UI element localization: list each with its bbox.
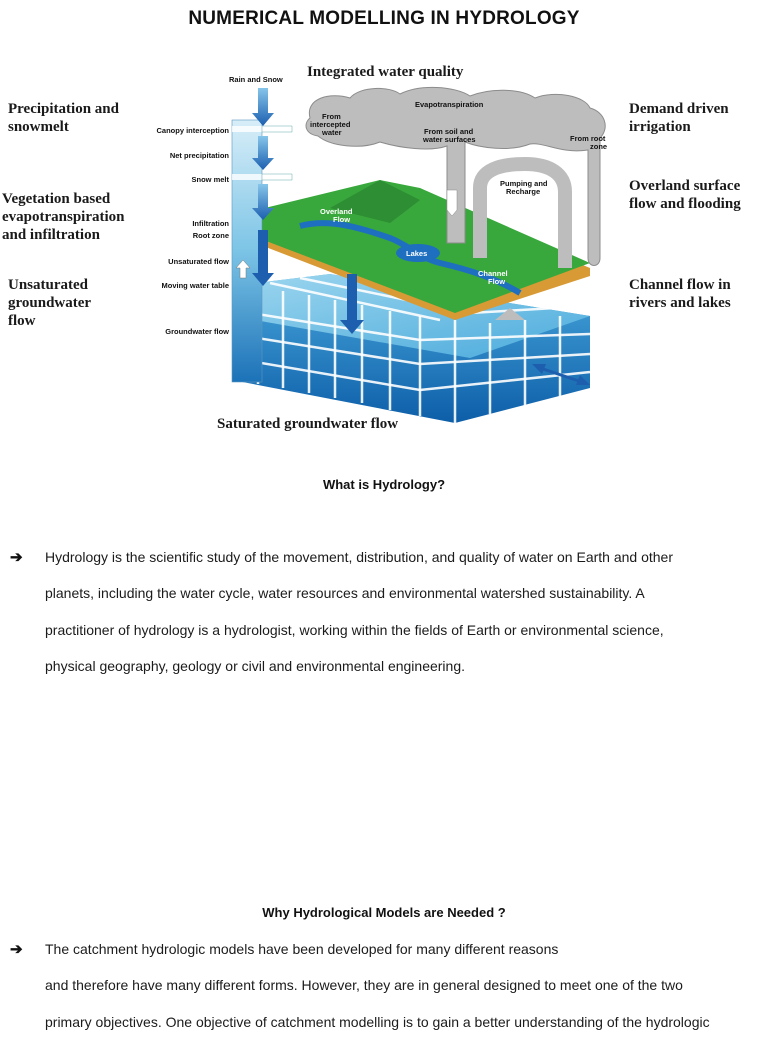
label-channel: Channel flow in rivers and lakes: [629, 277, 731, 311]
section-heading-what-is-hydrology: What is Hydrology?: [322, 477, 446, 492]
svg-text:water surfaces: water surfaces: [422, 135, 476, 144]
svg-text:Root zone: Root zone: [193, 231, 229, 240]
svg-text:Rain and Snow: Rain and Snow: [229, 75, 283, 84]
svg-text:Unsaturated flow: Unsaturated flow: [168, 257, 229, 266]
water-column: [231, 119, 263, 383]
label-irrigation: Demand driven irrigation: [629, 101, 729, 135]
section-heading-why-models: Why Hydrological Models are Needed ?: [262, 905, 506, 920]
svg-text:Overland: Overland: [320, 207, 353, 216]
hydrology-diagram: Precipitation and snowmelt Vegetation ba…: [0, 58, 768, 438]
paragraph-line: primary objectives. One objective of cat…: [45, 1013, 710, 1030]
paragraph-line: and therefore have many different forms.…: [45, 977, 683, 994]
label-vegetation: Vegetation based evapotranspiration and …: [2, 191, 125, 243]
label-saturated: Saturated groundwater flow: [217, 416, 399, 432]
svg-text:Infiltration: Infiltration: [192, 219, 229, 228]
svg-text:intercepted: intercepted: [310, 120, 351, 129]
paragraph-line: Hydrology is the scientific study of the…: [45, 549, 673, 565]
svg-text:From root: From root: [570, 134, 606, 143]
paragraph-line: planets, including the water cycle, wate…: [45, 585, 645, 602]
label-water-quality: Integrated water quality: [307, 64, 464, 80]
lakes-label: Lakes: [406, 249, 427, 258]
paragraph-line: The catchment hydrologic models have bee…: [45, 941, 559, 957]
paragraph-line: physical geography, geology or civil and…: [45, 657, 465, 674]
svg-text:water: water: [321, 128, 342, 137]
evapotranspiration-label: Evapotranspiration: [415, 100, 484, 109]
svg-text:Channel: Channel: [478, 269, 508, 278]
hydrology-paragraph: Hydrology is the scientific study of the…: [45, 539, 760, 684]
svg-text:Recharge: Recharge: [506, 187, 540, 196]
groundwater-blocks: [231, 274, 591, 423]
svg-text:Flow: Flow: [333, 215, 350, 224]
svg-text:Net precipitation: Net precipitation: [170, 151, 230, 160]
svg-text:Moving water table: Moving water table: [161, 281, 229, 290]
evapotranspiration-cloud: [305, 86, 606, 266]
column-labels: Rain and Snow Canopy interception Net pr…: [156, 75, 282, 336]
svg-text:Snow melt: Snow melt: [191, 175, 229, 184]
svg-text:From: From: [322, 112, 341, 121]
label-unsaturated: Unsaturated groundwater flow: [8, 277, 91, 329]
svg-text:zone: zone: [590, 142, 607, 151]
svg-text:Flow: Flow: [488, 277, 505, 286]
bullet-arrow-icon: ➔: [10, 549, 23, 566]
svg-text:Groundwater flow: Groundwater flow: [165, 327, 229, 336]
label-overland: Overland surface flow and flooding: [629, 178, 741, 212]
page-title: NUMERICAL MODELLING IN HYDROLOGY: [188, 8, 580, 29]
diagram-graphic: Overland Flow Lakes Channel Flow: [156, 75, 607, 423]
bullet-arrow-icon: ➔: [10, 941, 23, 958]
svg-text:Canopy interception: Canopy interception: [156, 126, 229, 135]
label-precipitation: Precipitation and snowmelt: [8, 101, 119, 135]
svg-text:From soil and: From soil and: [424, 127, 474, 136]
paragraph-line: practitioner of hydrology is a hydrologi…: [45, 621, 664, 638]
svg-text:Pumping and: Pumping and: [500, 179, 548, 188]
